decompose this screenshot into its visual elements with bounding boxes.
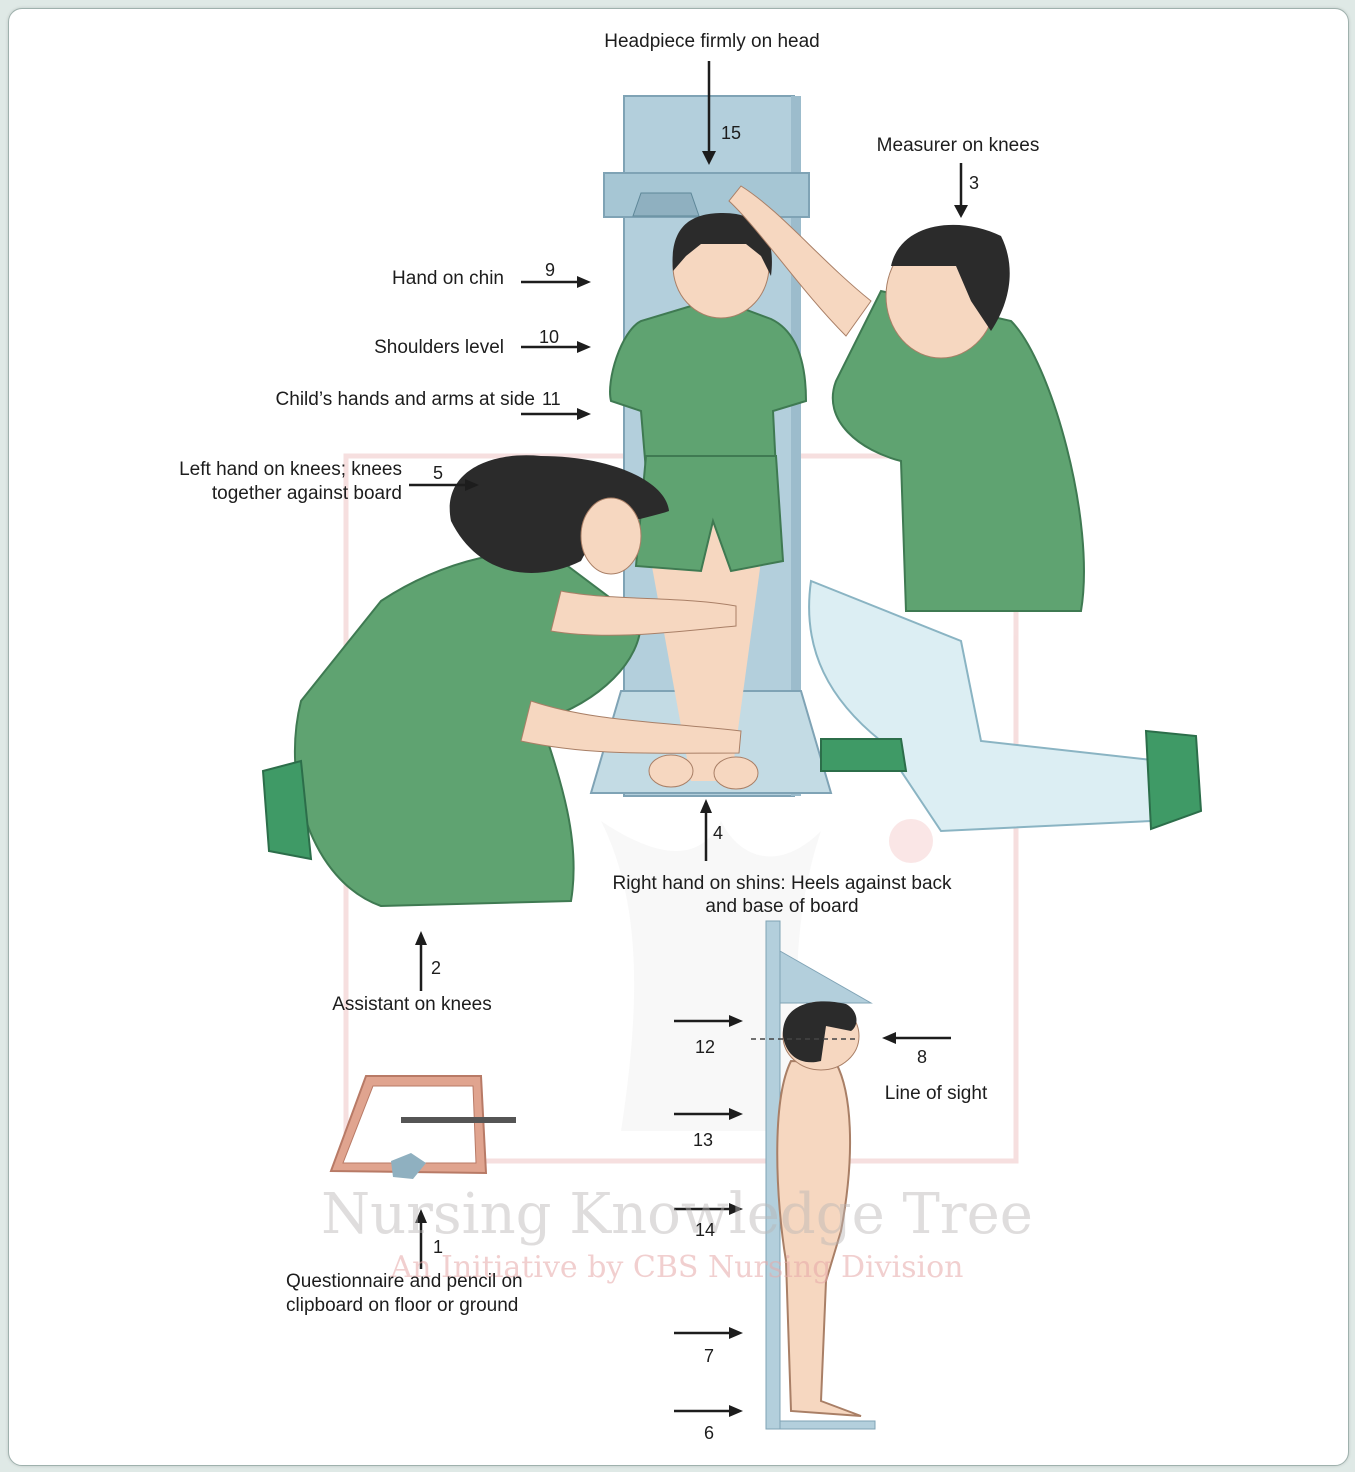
watermark-title: Nursing Knowledge Tree: [321, 1182, 1033, 1247]
number-6: 6: [704, 1423, 714, 1443]
number-7: 7: [704, 1346, 714, 1366]
label-shoulders-level: Shoulders level: [374, 337, 504, 358]
label-right-hand-1: Right hand on shins: Heels against back: [612, 873, 952, 894]
number-2: 2: [431, 958, 441, 978]
label-line-of-sight: Line of sight: [885, 1083, 988, 1104]
label-left-hand-1: Left hand on knees; knees: [179, 459, 402, 480]
diagram-frame: Nursing Knowledge Tree An Initiative by …: [8, 8, 1349, 1466]
number-5: 5: [433, 463, 443, 483]
label-headpiece: Headpiece firmly on head: [604, 31, 819, 52]
number-14: 14: [695, 1220, 715, 1240]
number-15: 15: [721, 123, 741, 143]
number-8: 8: [917, 1047, 927, 1067]
label-hands-arms: Child’s hands and arms at side: [276, 389, 535, 410]
number-9: 9: [545, 260, 555, 280]
clipboard-illustration: [331, 1076, 516, 1179]
number-1: 1: [433, 1237, 443, 1257]
label-questionnaire-1: Questionnaire and pencil on: [286, 1271, 523, 1292]
number-11: 11: [542, 389, 561, 409]
label-measurer: Measurer on knees: [877, 135, 1040, 156]
label-questionnaire-2: clipboard on floor or ground: [286, 1295, 518, 1316]
number-10: 10: [539, 327, 559, 347]
number-4: 4: [713, 823, 723, 843]
label-right-hand-2: and base of board: [705, 896, 858, 917]
number-12: 12: [695, 1037, 715, 1057]
label-assistant: Assistant on knees: [332, 994, 491, 1015]
label-left-hand-2: together against board: [212, 483, 402, 504]
label-hand-on-chin: Hand on chin: [392, 268, 504, 289]
measurement-illustration: Nursing Knowledge Tree An Initiative by …: [9, 9, 1348, 1465]
number-13: 13: [693, 1130, 713, 1150]
number-3: 3: [969, 173, 979, 193]
